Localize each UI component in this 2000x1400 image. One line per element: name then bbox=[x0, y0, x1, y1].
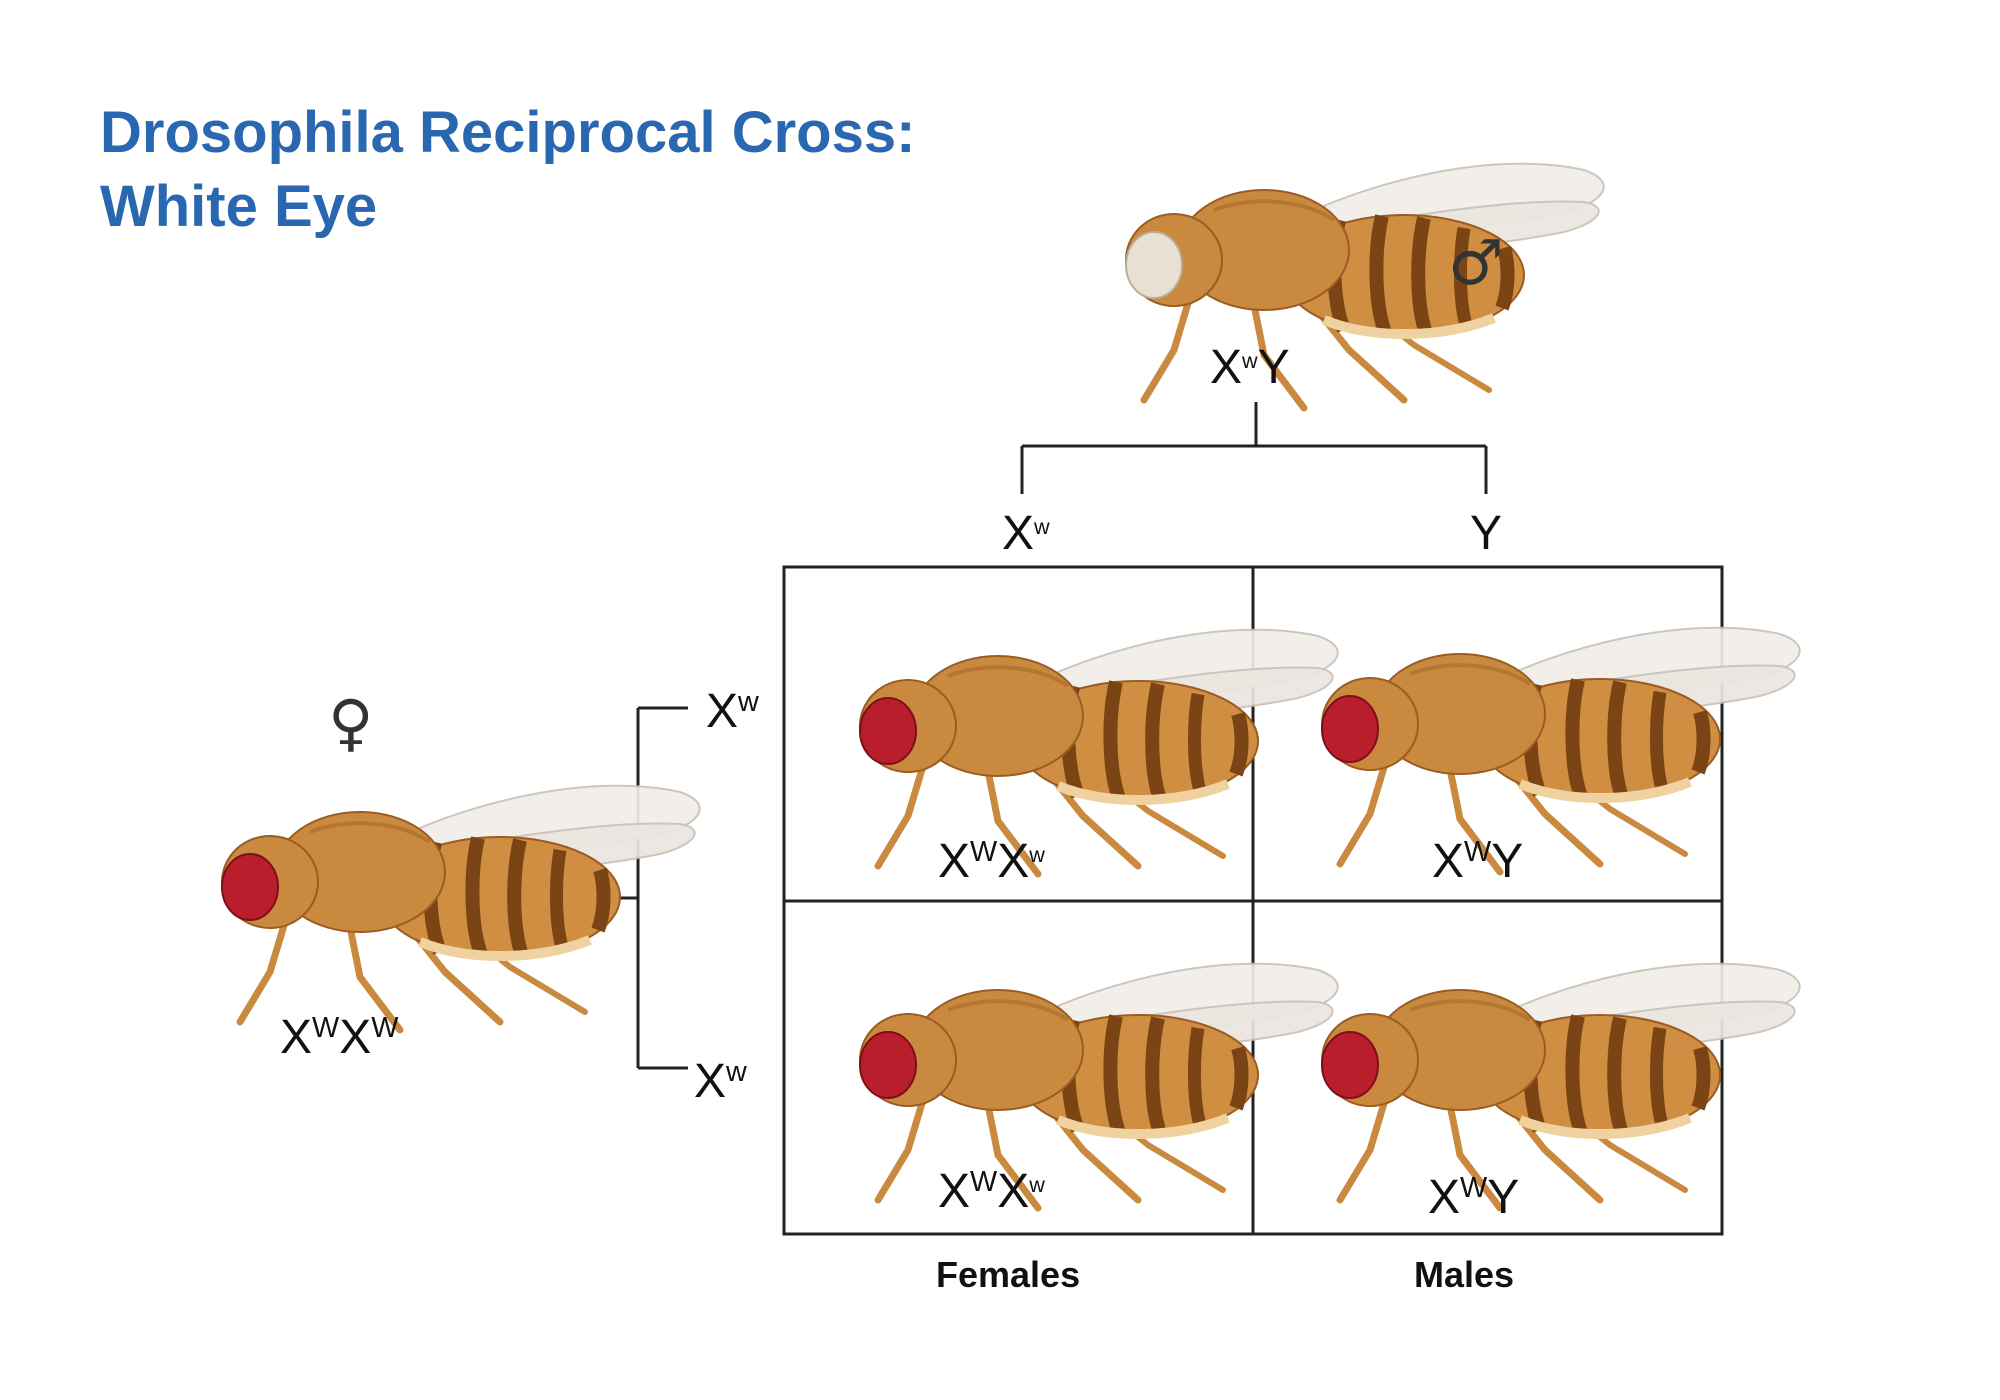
offspring-genotype-3: XWXw bbox=[938, 1165, 1045, 1218]
male-parent-genotype: XwY bbox=[1210, 341, 1290, 394]
column-label-females: Females bbox=[936, 1254, 1081, 1295]
diagram-title: Drosophila Reciprocal Cross: White Eye bbox=[100, 96, 915, 244]
male-gamete-1: Xw bbox=[1002, 507, 1050, 560]
offspring-fly-1 bbox=[860, 630, 1338, 874]
female-gamete-1: Xw bbox=[706, 685, 759, 738]
male-parent-fly bbox=[1126, 164, 1604, 408]
offspring-genotype-4: XWY bbox=[1428, 1171, 1520, 1224]
title-line-1: Drosophila Reciprocal Cross: bbox=[100, 100, 916, 165]
title-line-2: White Eye bbox=[100, 174, 378, 239]
male-gamete-bracket bbox=[1020, 402, 1488, 494]
offspring-fly-4 bbox=[1322, 964, 1800, 1208]
female-symbol-icon: ♀ bbox=[328, 686, 374, 759]
red-eye-icon bbox=[1321, 1031, 1379, 1099]
offspring-fly-2 bbox=[1322, 628, 1800, 872]
white-eye-icon bbox=[1125, 231, 1183, 299]
male-gamete-2: Y bbox=[1470, 507, 1503, 560]
column-label-males: Males bbox=[1414, 1254, 1515, 1295]
female-parent-genotype: XWXW bbox=[280, 1011, 399, 1064]
red-eye-icon bbox=[221, 853, 279, 921]
offspring-fly-3 bbox=[860, 964, 1338, 1208]
female-gamete-2: Xw bbox=[694, 1055, 747, 1108]
male-symbol-icon: ♂ bbox=[1448, 226, 1504, 299]
red-eye-icon bbox=[859, 697, 917, 765]
red-eye-icon bbox=[859, 1031, 917, 1099]
offspring-genotype-2: XWY bbox=[1432, 835, 1524, 888]
female-parent-fly bbox=[222, 786, 700, 1030]
offspring-genotype-1: XWXw bbox=[938, 835, 1045, 888]
red-eye-icon bbox=[1321, 695, 1379, 763]
